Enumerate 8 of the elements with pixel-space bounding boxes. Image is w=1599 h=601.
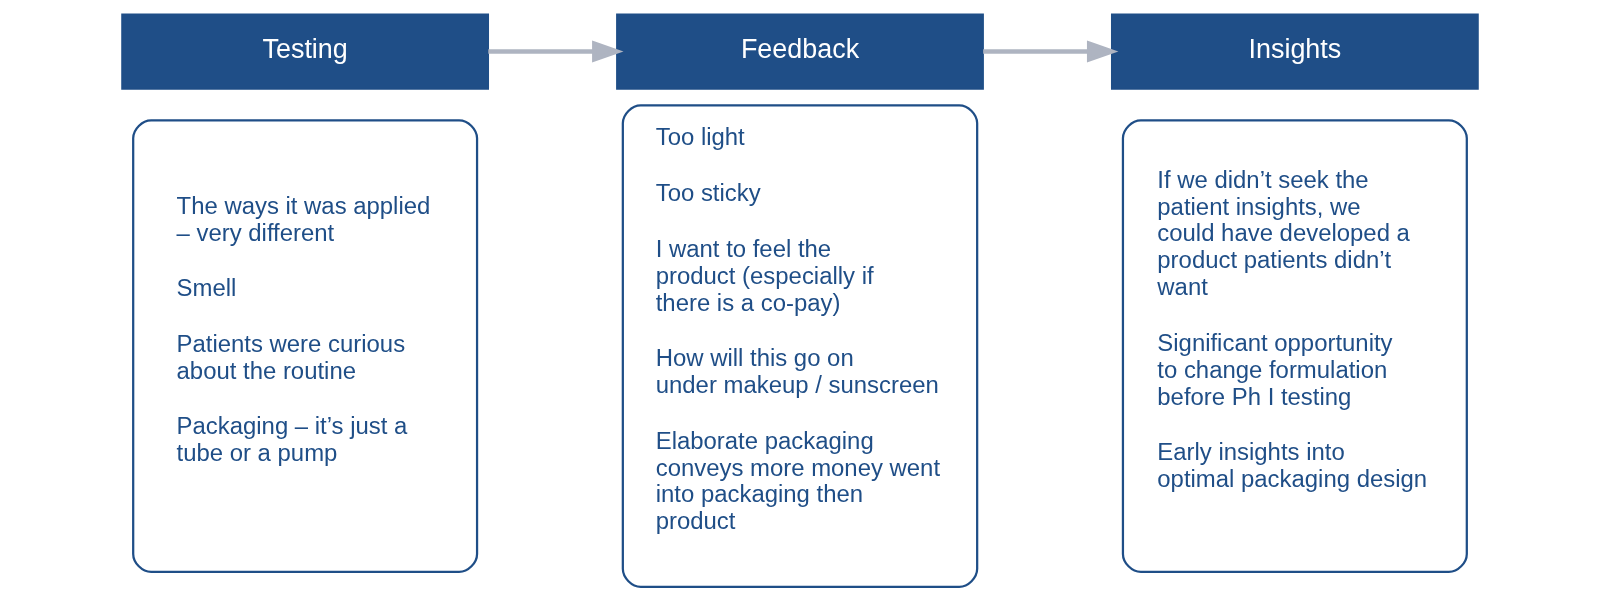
node-box: If we didn’t seek the patient insights, we could have developed a product patients didn’t want Significant opportunity to change formulation before Ph I testing Early insights into optimal packaging design bbox=[1121, 119, 1468, 573]
node-box: Testing bbox=[120, 13, 489, 90]
node-box: The ways it was applied – very different Smell Patients were curious about the routine Packaging – it’s just a tube or a pump bbox=[131, 119, 478, 573]
node-box: Insights bbox=[1110, 13, 1479, 90]
arrow bbox=[487, 40, 624, 63]
arrow bbox=[982, 40, 1118, 63]
node-box: Too light Too sticky I want to feel the product (especially if there is a co-pay) How will this go on under makeup / sunscreen Elaborate packaging conveys more money went into packaging then product bbox=[621, 104, 978, 588]
node-box: Feedback bbox=[615, 13, 984, 90]
